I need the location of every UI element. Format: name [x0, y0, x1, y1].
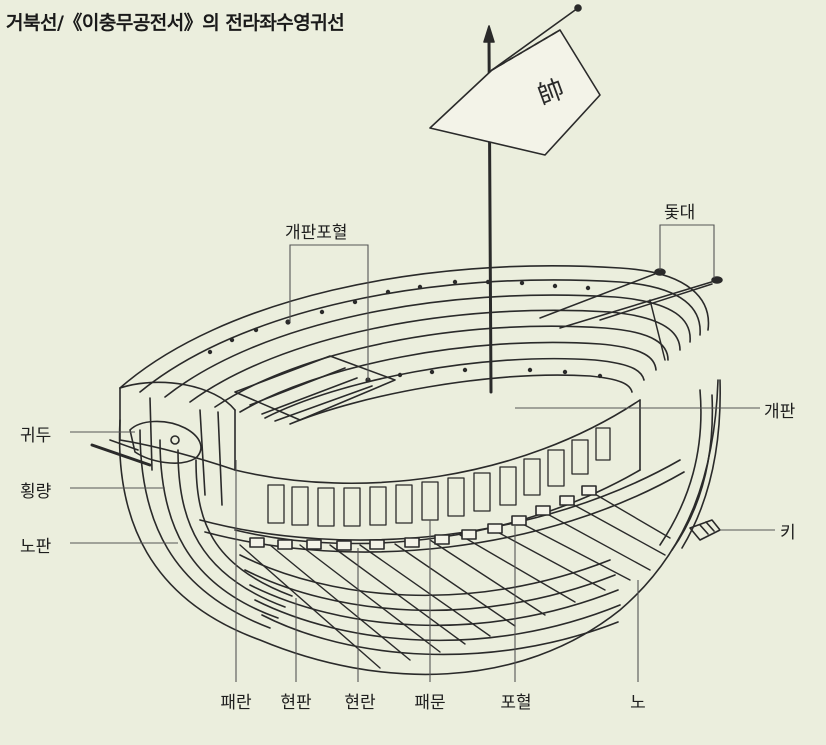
- mast-and-flag: [429, 4, 601, 394]
- oar-locks: [249, 485, 597, 551]
- label-hyeonpan: 현판: [280, 693, 312, 713]
- label-hoengnyang: 횡량: [20, 482, 52, 502]
- label-gaepan: 개판: [764, 402, 796, 422]
- bow: [90, 381, 236, 506]
- oars: [239, 489, 671, 669]
- label-hyeonran: 현란: [344, 693, 376, 713]
- label-gwidu: 귀두: [20, 426, 52, 446]
- page-title: 거북선/《이충무공전서》의 전라좌수영귀선: [6, 12, 345, 34]
- label-ki: 키: [780, 523, 796, 543]
- leader-gaepan-pohyeol: [289, 244, 369, 380]
- mast-finial: [483, 25, 495, 43]
- roof-deck: [119, 265, 710, 425]
- side-wall: [199, 399, 685, 553]
- label-no: 노: [630, 693, 646, 713]
- label-dotdae: 돛대: [664, 203, 696, 223]
- deck-ports: [207, 279, 603, 383]
- label-paeran: 패란: [220, 693, 252, 713]
- wall-panels: [267, 427, 611, 527]
- hull-lower: [118, 379, 721, 676]
- leader-dotdae: [659, 224, 715, 278]
- label-paemun: 패문: [414, 693, 446, 713]
- label-nopan: 노판: [20, 537, 52, 557]
- label-pohyeol: 포혈: [500, 693, 532, 713]
- label-gaepan-pohyeol: 개판포혈: [285, 223, 348, 243]
- flag: [429, 29, 601, 156]
